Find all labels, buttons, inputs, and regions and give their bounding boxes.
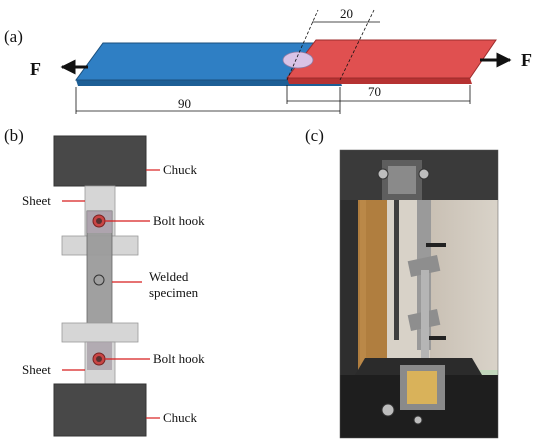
label-bolt-hook-bottom: Bolt hook [153, 351, 205, 366]
dim90-label: 90 [178, 96, 191, 111]
label-sheet-bottom: Sheet [22, 362, 51, 377]
label-chuck-top: Chuck [163, 162, 197, 177]
panel-b: (b) [4, 126, 205, 437]
overlap-dim-label: 20 [340, 6, 353, 21]
label-bolt-hook-top: Bolt hook [153, 213, 205, 228]
weld-circle [93, 274, 105, 286]
overlap-ext-left [286, 9, 319, 81]
panel-c-label: (c) [305, 126, 324, 145]
force-label-right: F [521, 50, 532, 70]
bolt-hook-top-icon [92, 214, 106, 228]
chuck-bottom [53, 383, 147, 437]
panel-a-label: (a) [4, 27, 23, 46]
panel-a: (a) 20 F F 90 70 [4, 6, 532, 114]
grip-block-bottom [61, 322, 139, 343]
right-sheet-top [285, 39, 497, 79]
panel-c: (c) [305, 126, 499, 439]
label-sheet-top: Sheet [22, 193, 51, 208]
dim70-label: 70 [368, 84, 381, 99]
force-label-left: F [30, 59, 41, 79]
label-chuck-bottom: Chuck [163, 410, 197, 425]
weld-spot [282, 51, 314, 69]
bolt-hook-bottom-icon [92, 352, 106, 366]
label-specimen: specimen [149, 285, 199, 300]
right-sheet-side [287, 78, 472, 84]
panel-b-label: (b) [4, 126, 24, 145]
label-welded: Welded [149, 269, 189, 284]
chuck-top [53, 135, 147, 187]
overlap-ext-right [339, 9, 375, 81]
tensile-test-photo [339, 149, 499, 439]
left-sheet-side [76, 80, 342, 86]
